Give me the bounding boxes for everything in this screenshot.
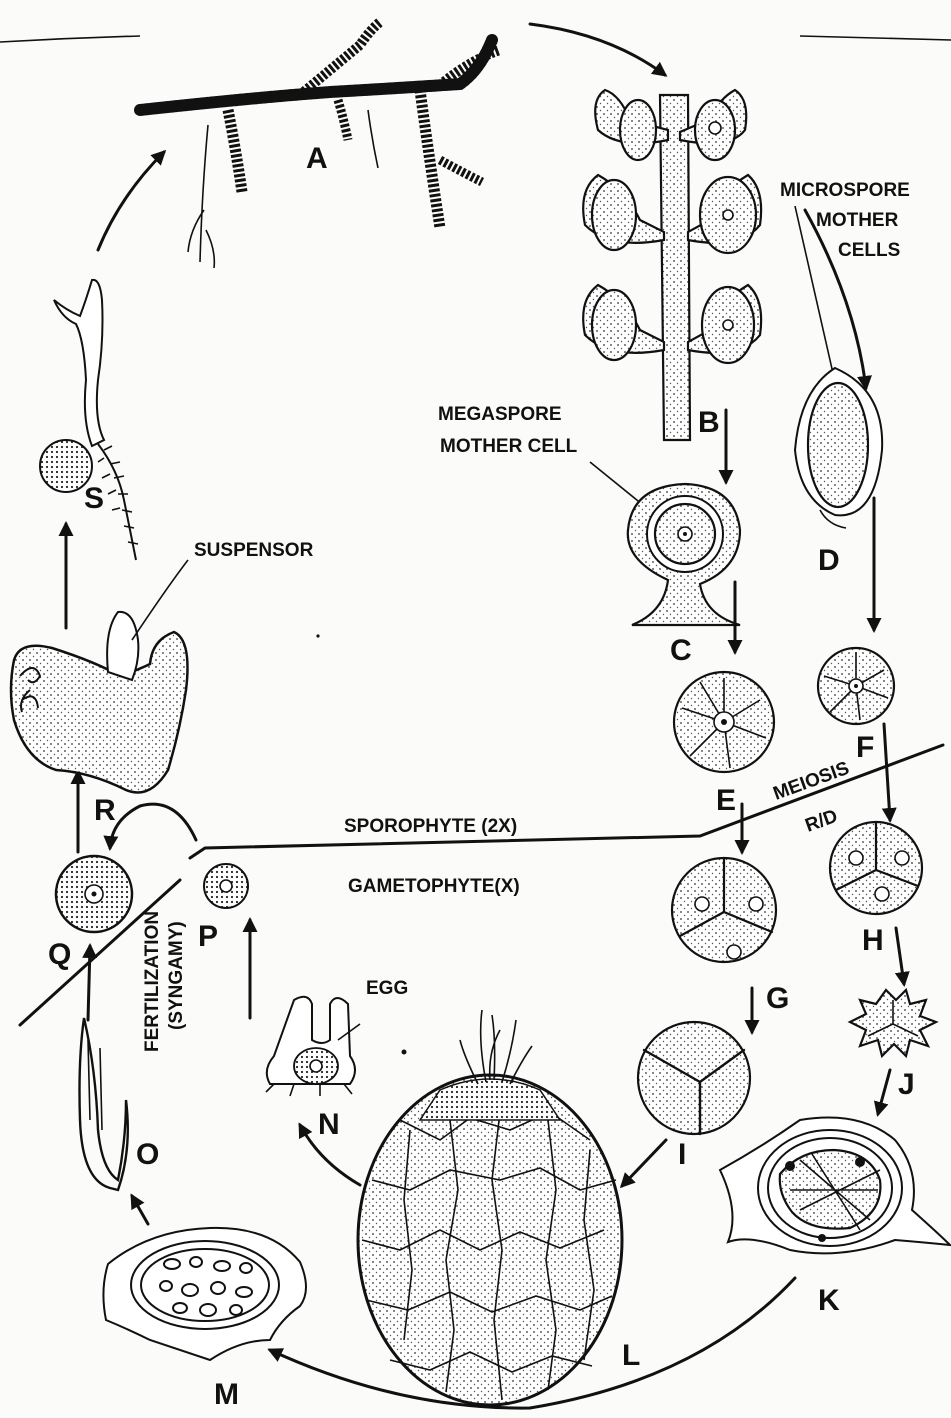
label-stage-e: E (716, 784, 736, 817)
pointer-suspensor (132, 560, 188, 640)
stage-r-embryo (11, 612, 188, 793)
label-microspore-line2: MOTHER (816, 210, 899, 231)
arrow-b-to-d (805, 210, 866, 388)
stage-j-microspore (850, 990, 936, 1056)
stage-m-spore (103, 1228, 306, 1360)
label-stage-q: Q (48, 938, 71, 971)
stage-l-female-gametophyte (358, 1010, 622, 1405)
stage-n-archegonium (266, 997, 360, 1096)
arrow-i-to-l (622, 1140, 666, 1186)
stage-h-tetrad (830, 822, 922, 914)
label-stage-n: N (318, 1108, 340, 1141)
speck (316, 634, 319, 637)
label-megaspore-line2: MOTHER CELL (440, 436, 578, 457)
arrow-s-to-a (98, 152, 164, 250)
stage-i-megaspore (638, 1022, 750, 1134)
label-meiosis: MEIOSIS (771, 758, 853, 805)
arrow-a-to-b (530, 24, 665, 75)
label-stage-s: S (84, 482, 104, 515)
generation-divider-line (190, 745, 943, 858)
label-stage-c: C (670, 634, 692, 667)
stage-q-zygote (56, 856, 132, 932)
arrow-f-to-h (884, 724, 890, 820)
label-stage-a: A (306, 142, 328, 175)
stage-c-megasporangium (628, 484, 740, 625)
stage-e-cell (674, 672, 774, 772)
arrow-o-to-q (88, 946, 90, 1020)
top-edge-left (0, 36, 140, 42)
label-microspore-line1: MICROSPORE (780, 180, 910, 201)
label-suspensor: SUSPENSOR (194, 540, 314, 561)
label-sporophyte: SPOROPHYTE (2X) (344, 816, 517, 837)
stage-o-fertilization (80, 1018, 128, 1190)
arrow-j-to-k (878, 1070, 890, 1114)
stage-b-strobilus (583, 90, 761, 440)
stage-g-tetrad (672, 858, 776, 962)
label-stage-m: M (214, 1378, 239, 1411)
arrow-p-to-q (110, 804, 196, 848)
arrow-m-to-o (132, 1196, 148, 1224)
stage-k-male-gametophyte (720, 1118, 950, 1254)
label-gametophyte: GAMETOPHYTE(X) (348, 876, 520, 897)
label-stage-i: I (678, 1138, 686, 1171)
label-fertilization-line1: FERTILIZATION (142, 911, 163, 1052)
label-stage-j: J (898, 1068, 915, 1101)
stage-p-zygote (204, 864, 248, 908)
label-stage-k: K (818, 1284, 840, 1317)
arrow-h-to-j (896, 928, 904, 984)
top-edge-right (800, 36, 951, 40)
label-stage-f: F (856, 731, 874, 764)
pointer-microspore (795, 206, 835, 382)
label-fertilization-line2: (SYNGAMY) (166, 921, 187, 1030)
label-rd: R/D (803, 806, 841, 837)
label-stage-g: G (766, 982, 789, 1015)
label-stage-l: L (622, 1339, 640, 1372)
label-stage-r: R (94, 794, 116, 827)
label-stage-o: O (136, 1138, 159, 1171)
speck (402, 1050, 407, 1055)
label-stage-p: P (198, 920, 218, 953)
stage-f-cell (818, 648, 894, 724)
label-megaspore-line1: MEGASPORE (438, 404, 562, 425)
stage-s-young-sporophyte (40, 280, 138, 560)
label-microspore-line3: CELLS (838, 240, 900, 261)
stage-d-microsporangium (795, 368, 882, 528)
label-egg: EGG (366, 978, 408, 999)
label-stage-b: B (698, 406, 720, 439)
label-stage-d: D (818, 544, 840, 577)
label-stage-h: H (862, 924, 884, 957)
